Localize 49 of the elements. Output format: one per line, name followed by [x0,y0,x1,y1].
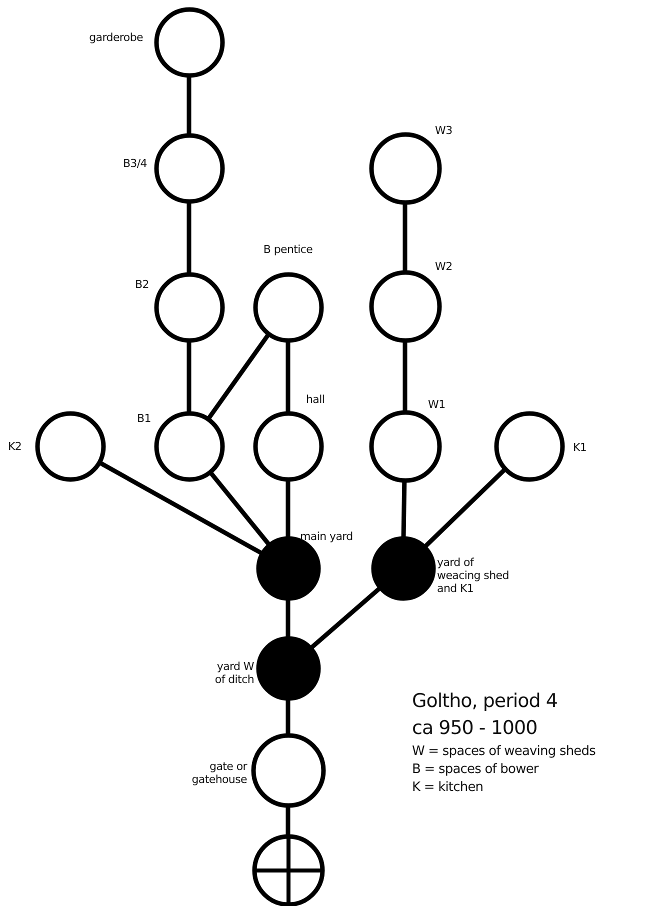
yard-dot [370,536,436,600]
room-circle [34,410,106,482]
space-label: hall [306,393,325,406]
connector-line [186,201,192,274]
connector-line [208,470,271,546]
diagram-title: Goltho, period 4 [412,690,558,712]
yard-dot [256,636,320,700]
room-circle [154,6,224,78]
connector-line [286,698,290,735]
space-label: B1 [137,412,151,426]
date-range: ca 950 - 1000 [412,717,538,739]
space-label: B pentice [262,243,314,256]
space-label: gate or gatehouse [191,760,247,786]
space-label: B2 [135,278,149,292]
connector-line [423,467,507,549]
room-circle [154,410,224,482]
connector-line [98,460,263,556]
space-label: W1 [428,398,446,412]
room-circle [368,410,442,482]
connector-line [401,480,407,538]
room-circle [252,410,324,482]
room-circle [494,410,564,482]
connector-line [286,340,290,413]
space-label: W3 [435,124,452,138]
space-label: yard W of ditch [214,660,254,686]
space-label: garderobe [89,31,143,44]
connector-line [286,479,290,538]
connector-line [206,332,271,420]
key-entry: K = kitchen [412,780,484,795]
room-circle [252,272,324,342]
connector-line [402,340,408,412]
connector-line [286,598,290,638]
room-circle [154,132,224,204]
space-label: K1 [573,441,587,454]
connector-line [186,340,192,413]
room-circle [154,272,224,342]
key-entry: B = spaces of bower [412,762,538,777]
connector-line [286,805,290,836]
space-label: W2 [435,260,452,274]
room-circle [250,732,326,808]
space-label: main yard [300,530,353,544]
connector-line [186,75,192,135]
space-label: B3/4 [122,157,147,170]
connector-line [309,586,382,650]
space-label: yard of weacing shed and K1 [437,556,509,596]
connector-line [402,202,408,272]
key-entry: W = spaces of weaving sheds [412,744,596,759]
space-label: K2 [8,440,22,454]
room-circle [368,270,442,342]
